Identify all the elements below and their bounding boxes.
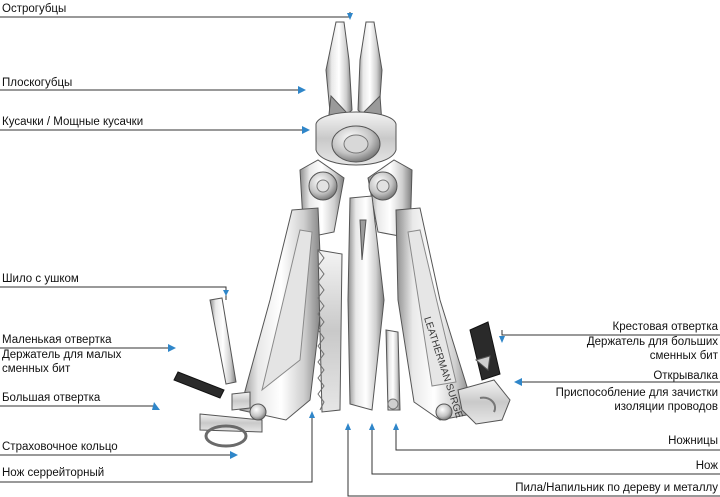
label-nozhnicy: Ножницы bbox=[668, 435, 718, 447]
label-prisposob-1: Приспособление для зачистки bbox=[555, 387, 718, 399]
label-otkryvalka: Открывалка bbox=[653, 370, 718, 382]
leader-nozh bbox=[371, 430, 720, 475]
label-derzhatel-bolshih-1: Держатель для больших bbox=[586, 336, 718, 348]
leader-lines bbox=[0, 12, 720, 497]
label-derzhatel-bolshih-2: сменных бит bbox=[649, 350, 718, 362]
label-kusachki: Кусачки / Мощные кусачки bbox=[2, 116, 144, 128]
label-derzhatel-malyh-1: Держатель для малых bbox=[2, 349, 122, 361]
leader-nozhnicy bbox=[395, 430, 720, 451]
leader-shilo bbox=[0, 286, 227, 300]
leader-pila bbox=[347, 430, 720, 497]
label-shilo: Шило с ушком bbox=[2, 273, 79, 285]
label-nozh-serr: Нож серрейторный bbox=[2, 467, 105, 479]
leader-arrows bbox=[152, 13, 522, 459]
label-krest-otvertka: Крестовая отвертка bbox=[612, 321, 718, 333]
label-ploskogubtsy: Плоскогубцы bbox=[2, 77, 73, 89]
label-bolshaya-otvertka: Большая отвертка bbox=[2, 392, 101, 404]
label-nozh: Нож bbox=[695, 460, 718, 472]
label-ostrogubtsy: Острогубцы bbox=[2, 3, 67, 15]
label-pila: Пила/Напильник по дереву и металлу bbox=[515, 482, 718, 494]
leader-nozh-serr bbox=[0, 418, 313, 483]
label-prisposob-2: изоляции проводов bbox=[614, 401, 718, 413]
leader-krest-otvertka bbox=[501, 330, 720, 336]
label-derzhatel-malyh-2: сменных бит bbox=[2, 363, 71, 375]
label-mal-otvertka: Маленькая отвертка bbox=[2, 334, 112, 346]
label-kolco: Страховочное кольцо bbox=[2, 441, 118, 453]
tool-body: LEATHERMAN SURGE bbox=[173, 21, 511, 448]
